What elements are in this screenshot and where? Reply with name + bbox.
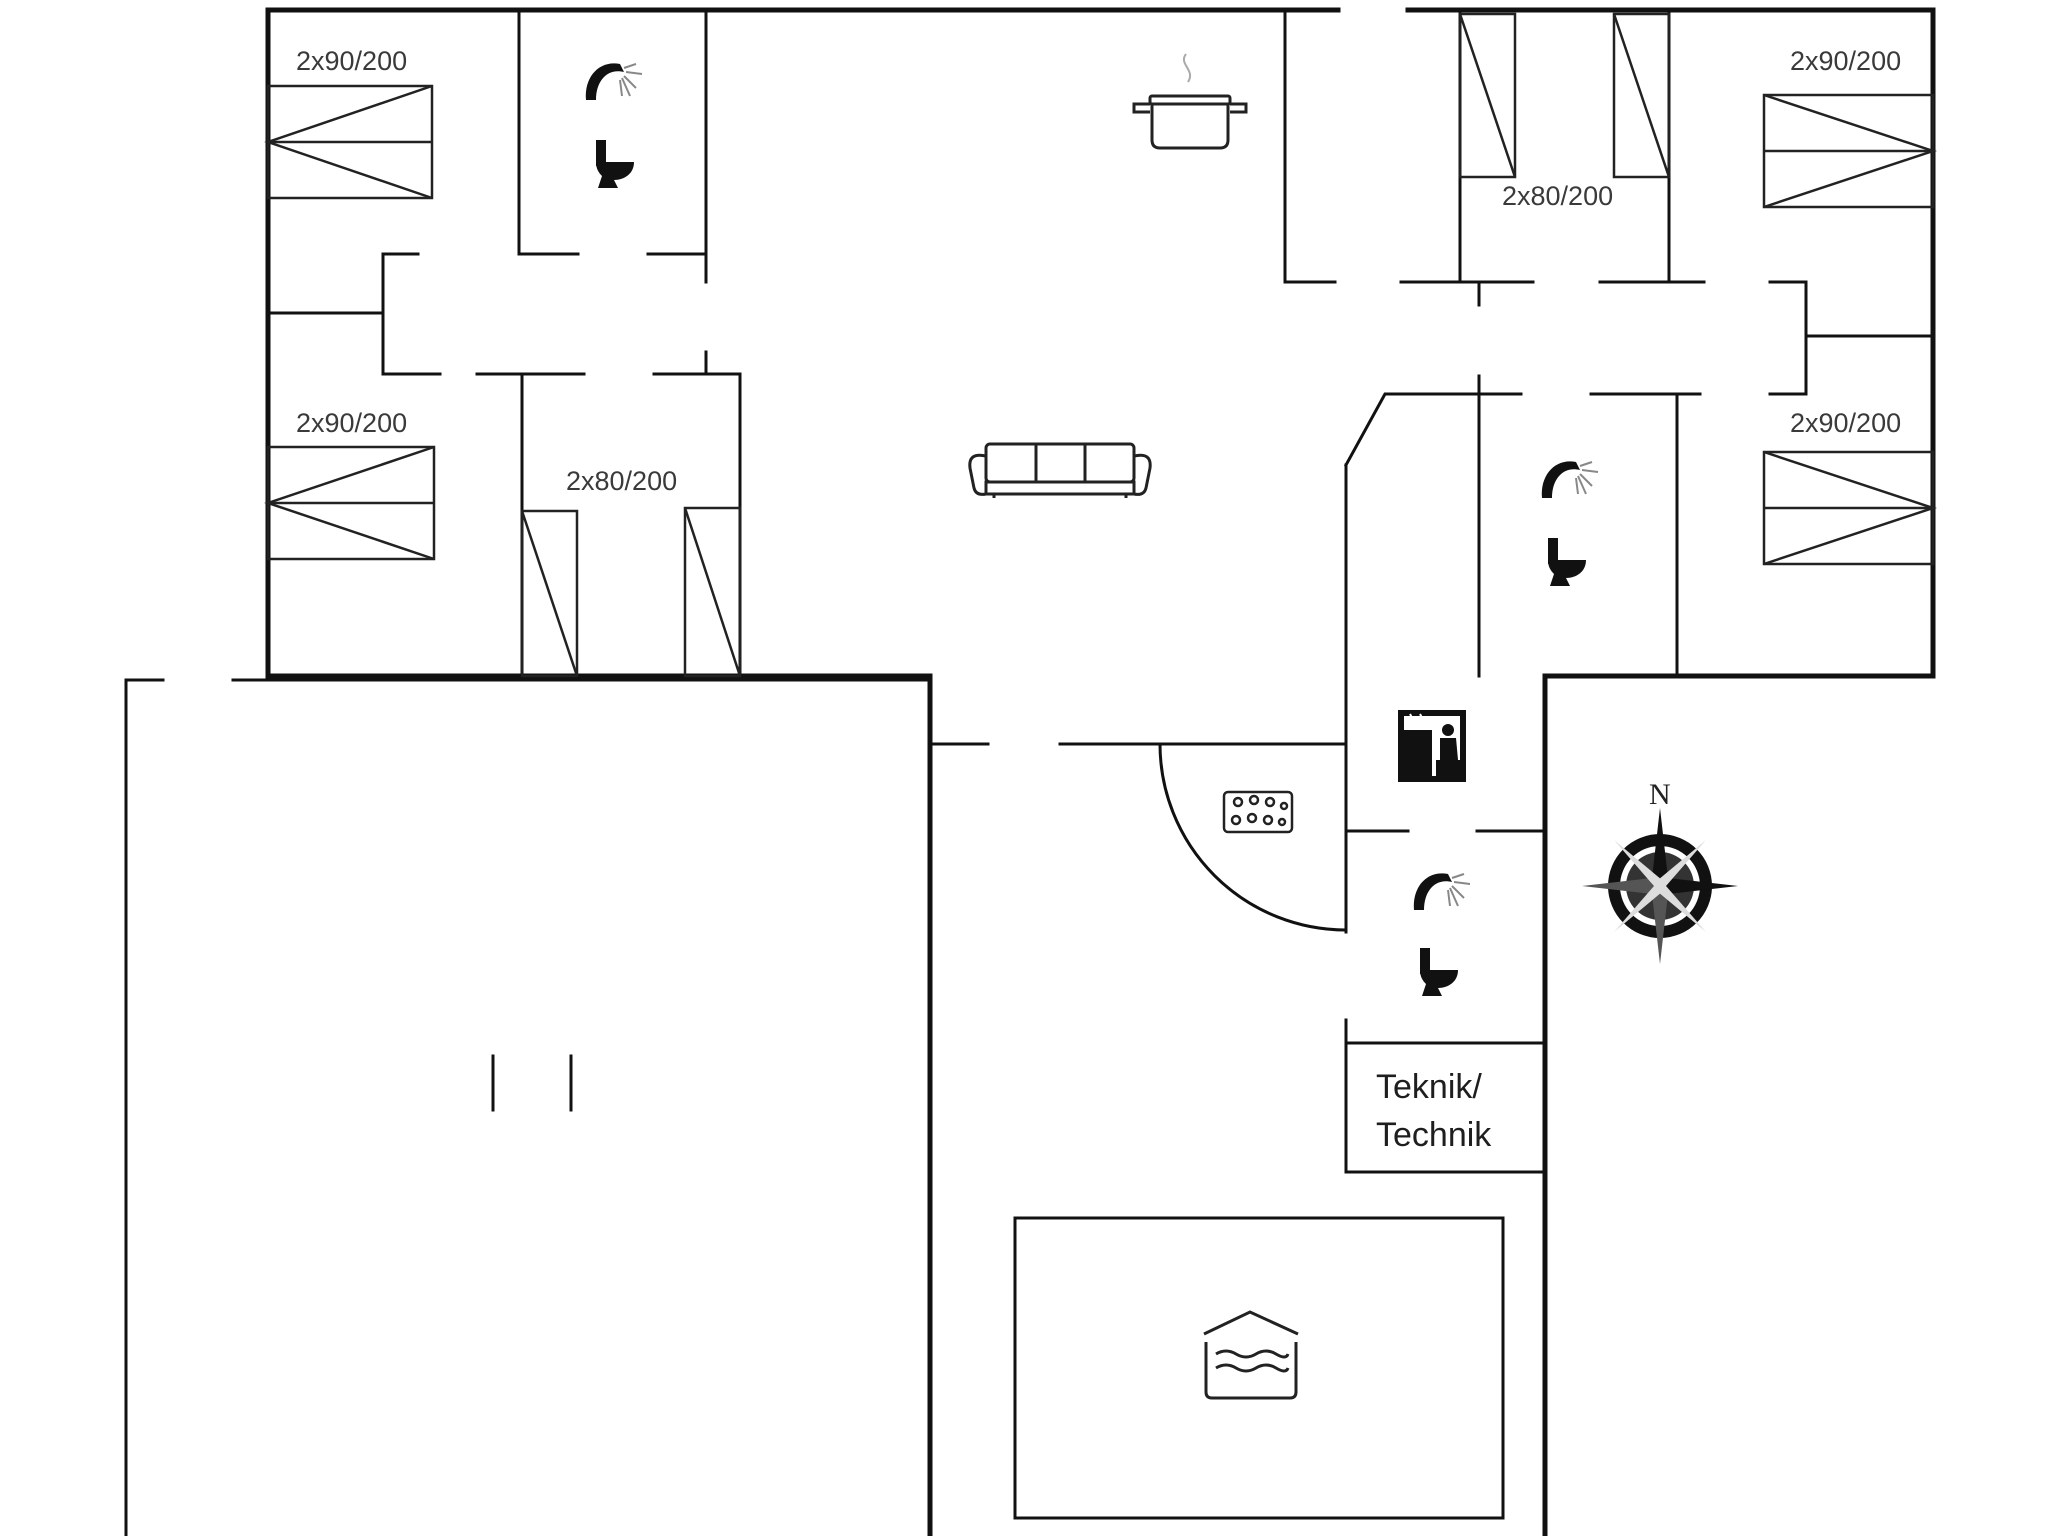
bed-label-ne-bottom: 2x90/200 [1790, 408, 1901, 438]
shower-icon [1540, 460, 1599, 499]
sofa-icon [968, 442, 1152, 498]
west-wing-walls [266, 8, 742, 678]
tech-room-label-line2: Technik [1376, 1116, 1492, 1154]
bed-label-nw-bottom: 2x90/200 [296, 408, 407, 438]
compass-north-label: N [1649, 778, 1671, 811]
shower-icon [584, 62, 643, 101]
bed-label-center-right: 2x80/200 [1502, 181, 1613, 211]
bed-label-nw-top: 2x90/200 [296, 46, 407, 76]
bed-nw-bottom [264, 445, 436, 561]
toilet-icon [596, 140, 634, 188]
bed-center-left [520, 506, 742, 678]
whirlpool-icon [1222, 790, 1294, 834]
bed-label-ne-top: 2x90/200 [1790, 46, 1901, 76]
toilet-icon [1420, 948, 1458, 996]
pool [1013, 1216, 1505, 1520]
pool-icon [1203, 1310, 1299, 1400]
bed-ne-bottom [1762, 450, 1937, 566]
east-wing-walls [1283, 8, 1935, 678]
tech-room-label-line1: Teknik/ [1376, 1068, 1482, 1106]
bed-label-center-left: 2x80/200 [566, 466, 677, 496]
bed-ne-top [1762, 93, 1937, 209]
kitchen-pot-icon [1132, 53, 1248, 150]
toilet-icon [1548, 538, 1586, 586]
bed-center-right [1458, 12, 1671, 179]
bed-nw-top [264, 84, 434, 200]
garage-walls [124, 678, 932, 1536]
service-block-walls [928, 674, 1547, 1174]
shower-icon [1412, 872, 1471, 911]
compass-rose-icon [1582, 808, 1738, 964]
sauna-icon [1398, 710, 1466, 782]
